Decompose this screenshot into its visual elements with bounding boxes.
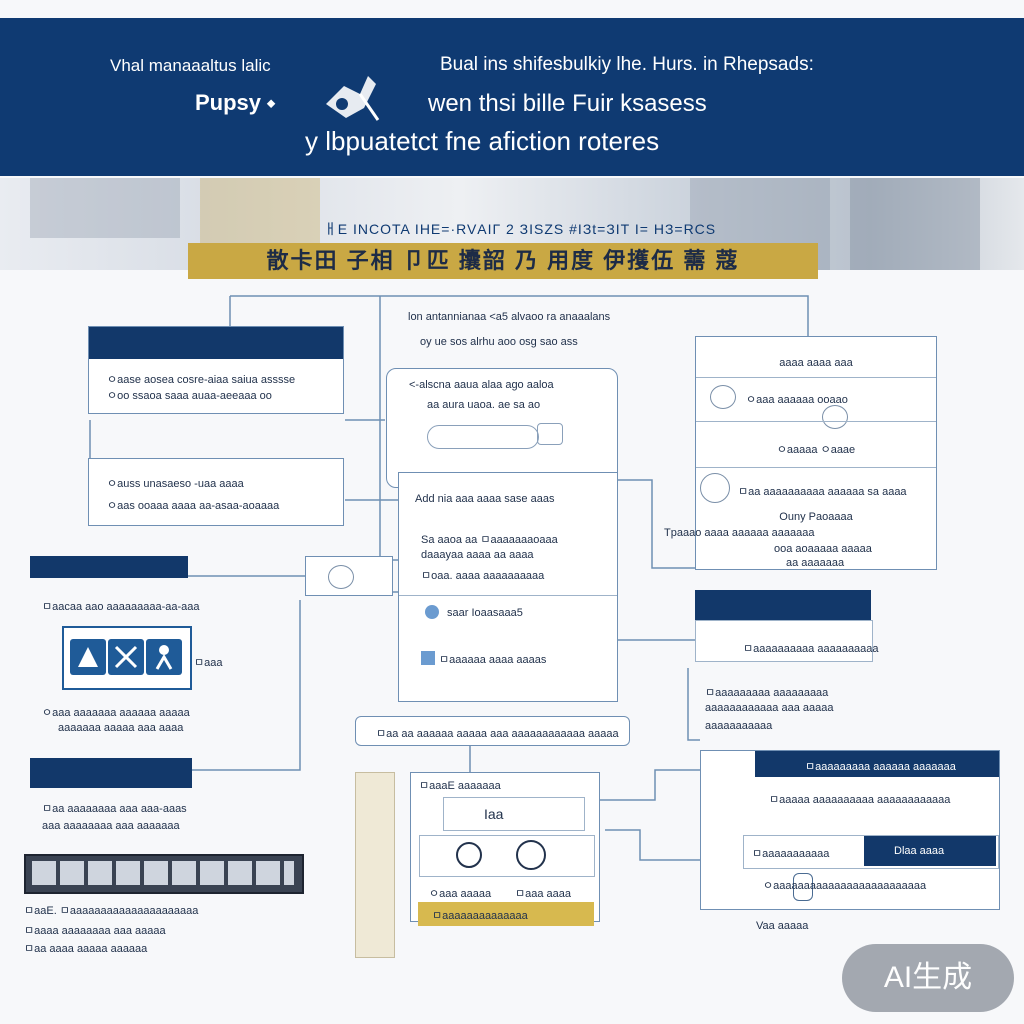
globe-icon (425, 605, 439, 619)
hazard-fire-icon (70, 639, 106, 675)
left-icon-box-line3: aaaaaaa aaaaa aaa aaaa (58, 722, 184, 734)
left-bottom-line1: ㅁaaE. ㅁaaaaaaaaaaaaaaaaaaaaa (24, 905, 199, 917)
right-box-3-name: Dlaa aaaa (894, 845, 945, 857)
left-box-2: ㅇauss unasaeso -uaa aaaa ㅇaas ooaaa aaaa… (88, 458, 344, 526)
banner-line2-right: wen thsi bille Fuir ksasess (428, 90, 707, 117)
center-bottom-item2: ㅁaaa aaaa (515, 888, 571, 900)
ring-icon (456, 842, 482, 868)
speech-bubble-shape (427, 425, 539, 449)
left-icon-box: ㅁaacaa aao aaaaaaaaa-aa-aaa ㅁaaa ㅇaaa aa… (30, 556, 222, 754)
center-bottom-heading: ㅁaaaE aaaaaaa (419, 780, 501, 792)
left-box-1-line1: ㅇaase aosea cosre-aiaa saiua asssse (107, 374, 296, 386)
center-bottom-bar-text: ㅁaa aa aaaaaa aaaaa aaa aaaaaaaaaaaa aaa… (376, 728, 619, 740)
center-top-line2: oy ue sos alrhu aoo osg sao ass (420, 336, 578, 348)
right-box-1-subhead: Ouny Paoaaaa (779, 511, 853, 523)
banner-line1-right: Bual ins shifesbulkiy lhe. Hurs. in Rhep… (440, 54, 814, 75)
toolbar-icons (32, 861, 294, 885)
left-box-2-line2: ㅇaas ooaaa aaaa aa-asaa-aoaaaa (107, 500, 280, 512)
left-box-3: ㅁaa aaaaaaaa aaa aaa-aaas aaa aaaaaaaa a… (30, 758, 236, 838)
center-speech-panel: <-alscna aaua alaa ago aaloa aa aura uao… (386, 368, 618, 488)
hazard-chemical-icon (108, 639, 144, 675)
right-box-3-line1: ㅁaaaaa aaaaaaaaaa aaaaaaaaaaaa (769, 794, 951, 806)
center-mid-line3: ㅁoaa. aaaa aaaaaaaaaa (421, 570, 545, 582)
left-box-2-line1: ㅇauss unasaeso -uaa aaaa (107, 478, 244, 490)
book-spine (355, 772, 395, 958)
right-box-2-line1: ㅁaaaaaaaaaa aaaaaaaaaa (743, 643, 879, 655)
center-bottom-name: Iaa (484, 806, 504, 822)
profile-card: Iaa (443, 797, 585, 831)
chat-icon (537, 423, 563, 445)
left-box-1: ㅇaase aosea cosre-aiaa saiua asssse ㅇoo … (88, 326, 344, 414)
left-bottom-line2: ㅁaaaa aaaaaaaa aaa aaaaa (24, 925, 166, 937)
right-box-1-line4: Tpaaao aaaa aaaaaa aaaaaaa (664, 527, 815, 539)
right-box-3-header-bar: ㅁaaaaaaaaa aaaaaa aaaaaaa (755, 751, 999, 777)
right-box-2-header (695, 590, 871, 620)
robot-logo-icon (316, 64, 386, 128)
icon-row (419, 835, 595, 877)
banner-line2-left: Pupsy ⬩ (195, 90, 276, 115)
right-box-2-line3: aaaaaaaaaaaa aaa aaaaa (705, 702, 834, 714)
right-box-2-line2: ㅁaaaaaaaaa aaaaaaaaa (705, 687, 829, 699)
center-bottom-gold-label: ㅁaaaaaaaaaaaaaa (432, 910, 528, 922)
center-speech-line1: <-alscna aaua alaa ago aaloa (409, 379, 554, 391)
gold-title-bar: 散卡田 子相 卩匹 攮韶 乃 用度 伊擭伍 薷 蔻 (188, 243, 818, 279)
toggle-icon (328, 565, 354, 589)
left-box-1-header (89, 327, 343, 359)
center-mid-item2: ㅁaaaaaa aaaa aaaas (439, 654, 547, 666)
center-mid-line2: daaayaa aaaa aa aaaa (421, 549, 534, 561)
right-box-1-line5: ooa aoaaaaa aaaaa (774, 543, 872, 555)
banner-line1-left: Vhal manaaaltus lalic (110, 56, 271, 75)
left-box-3-line1: ㅁaa aaaaaaaa aaa aaa-aaas (42, 803, 187, 815)
center-mid-item1: saar Ioaasaaa5 (447, 607, 523, 619)
banner-line3: y lbpuatetct fne afiction roteres (305, 126, 660, 156)
right-box-1-line3: ㅁaa aaaaaaaaaa aaaaaa sa aaaa (738, 486, 907, 498)
document-icon (421, 651, 435, 665)
hazard-person-icon (146, 639, 182, 675)
right-box-1: aaaa aaaa aaa ㅇaaa aaaaaa ooaao ㅇaaaaa ㅇ… (664, 336, 937, 570)
right-box-3-line3: ㅇaaaaaaaaaaaaaaaaaaaaaaaaa (763, 880, 927, 892)
right-box-1-line6: aa aaaaaaa (786, 557, 845, 569)
diagram-subtitle: ㅐE INCOTA IНE=·RVАIГ 2 ЗISZS #IЗt=ЗIT I=… (323, 221, 717, 237)
right-box-3-header: ㅁaaaaaaaaa aaaaaa aaaaaaa (805, 761, 956, 773)
center-bottom-gold-bar: ㅁaaaaaaaaaaaaaa (418, 902, 594, 926)
center-bottom-item1: ㅇaaa aaaaa (429, 888, 492, 900)
link-node (305, 556, 393, 596)
left-box-3-header (30, 758, 192, 788)
left-icon-box-line1: ㅁaacaa aao aaaaaaaaa-aa-aaa (42, 601, 200, 613)
hand-icon (700, 473, 730, 503)
right-box-3-line2: ㅁaaaaaaaaaaa (752, 848, 830, 860)
center-bottom-bar: ㅁaa aa aaaaaa aaaaa aaa aaaaaaaaaaaa aaa… (355, 716, 630, 746)
gold-title: 散卡田 子相 卩匹 攮韶 乃 用度 伊擭伍 薷 蔻 (266, 248, 740, 273)
center-speech-line2: aa aura uaoa. ae sa ao (427, 399, 541, 411)
left-bottom-line3: ㅁaa aaaa aaaaa aaaaaa (24, 943, 148, 955)
right-box-2-line4: aaaaaaaaaaa (705, 720, 773, 732)
right-box-2: ㅁaaaaaaaaaa aaaaaaaaaa ㅁaaaaaaaaa aaaaaa… (695, 590, 895, 732)
right-toggle-icon (710, 385, 736, 409)
ai-generated-badge: AI生成 (842, 944, 1014, 1012)
icon-tile-group (62, 626, 192, 690)
right-box-1-line2: ㅇaaaaa ㅇaaae (776, 444, 856, 456)
left-icon-box-header (30, 556, 188, 578)
toolbar-strip (24, 854, 304, 894)
right-box-3: ㅁaaaaaaaaa aaaaaa aaaaaaa ㅁaaaaa aaaaaaa… (700, 750, 1000, 910)
left-box-1-line2: ㅇoo ssaoa saaa auaa-aeeaaa oo (107, 390, 272, 402)
right-box-3-line4: Vaa aaaaa (756, 920, 809, 932)
center-bottom-panel: ㅁaaaE aaaaaaa Iaa ㅇaaa aaaaa ㅁaaa aaaa (410, 772, 600, 922)
right-box-3-row: ㅁaaaaaaaaaaa Dlaa aaaa (743, 835, 999, 869)
center-top-line1: lon antannianaa <a5 alvaoo ra anaaalans (408, 311, 611, 323)
center-mid-heading: Add nia aaa aaaa sase aaas (415, 493, 555, 505)
left-icon-tile-label: ㅁaaa (194, 657, 223, 669)
right-box-1-line1: ㅇaaa aaaaaa ooaao (746, 394, 848, 406)
left-icon-box-line2: ㅇaaa aaaaaaa aaaaaa aaaaa (42, 707, 190, 719)
left-box-3-line2: aaa aaaaaaaa aaa aaaaaaa (42, 820, 180, 832)
person-icon (516, 840, 546, 870)
right-box-1-heading: aaaa aaaa aaa (779, 357, 853, 369)
center-mid-line1: Sa aaoa aa ㅁaaaaaaaoaaa (421, 534, 558, 546)
header-banner: Vhal manaaaltus lalic Bual ins shifesbul… (0, 18, 1024, 176)
right-toggle-icon-2 (822, 405, 848, 429)
center-main-panel: Add nia aaa aaaa sase aaas Sa aaoa aa ㅁa… (398, 472, 618, 702)
battery-icon (793, 873, 813, 901)
